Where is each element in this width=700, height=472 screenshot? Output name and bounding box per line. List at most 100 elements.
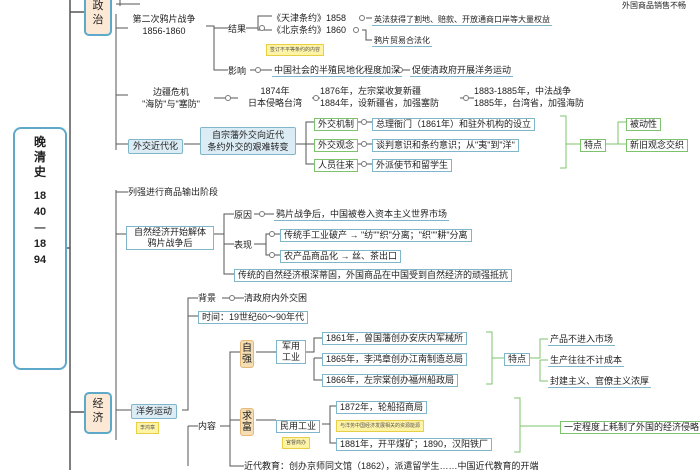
cause-label: 原因	[234, 210, 253, 220]
connector-line	[514, 397, 560, 453]
civil-effect: 一定程度上耗制了外国的经济侵略	[560, 421, 700, 434]
military-item: 1865年，李鸿章创办江南制造总局	[322, 353, 468, 366]
connector-line	[182, 297, 198, 466]
connector-dot	[229, 295, 235, 301]
diplomacy-subtitle-line: 自宗藩外交向近代	[211, 130, 284, 140]
branch-economy-char: 济	[92, 412, 104, 424]
content-label: 内容	[198, 421, 217, 431]
diplomacy-item-text: 谈判意识和条约意识；从"夷"到"洋"	[372, 139, 519, 152]
opium-war-years: 1856-1860	[142, 26, 186, 36]
civil-subnote: 与洋务中国经济发展相关的资源能源	[336, 420, 425, 432]
connector-dot	[361, 141, 367, 147]
natural-econ-title-line: 自然经济开始解体	[133, 227, 206, 237]
background-text: 清政府内外交困	[244, 293, 308, 303]
connector-dot	[269, 231, 275, 237]
natural-econ-title-line: 鸦片战争后	[147, 238, 193, 248]
military-label: 军用工业	[276, 340, 306, 364]
frontier-event-year: 1876年，左宗棠收复新疆	[320, 86, 422, 96]
connector-dot	[361, 161, 367, 167]
military-item: 1866年，左宗棠创办福州船政局	[322, 374, 459, 387]
branch-economy[interactable]: 经 济	[84, 392, 112, 434]
westernization-feature-label: 特点	[504, 353, 531, 366]
connector-line	[116, 0, 140, 6]
manifest-item: 农产品商品化 → 丝、茶出口	[280, 250, 402, 263]
frontier-event-text: 1885年，台湾省，加强海防	[474, 98, 585, 108]
wealth-label[interactable]: 求富	[240, 408, 254, 436]
treaty-outcome: 鸦片贸易合法化	[372, 36, 432, 47]
westernization-feature: 产品不进入市场	[548, 334, 616, 346]
root-title-char: 晚	[33, 135, 46, 149]
natural-econ-title[interactable]: 自然经济开始解体 鸦片战争后	[126, 226, 214, 250]
impact-label: 影响	[228, 66, 247, 76]
result-label: 结果	[228, 24, 247, 34]
civil-label: 民用工业	[276, 420, 321, 433]
military-item: 1861年，曾国藩创办安庆内军械所	[322, 332, 468, 345]
diplomacy-subtitle[interactable]: 自宗藩外交向近代 条约外交的艰难转变	[200, 127, 296, 155]
root-node[interactable]: 晚 清 史 1840—1894	[13, 127, 67, 370]
civil-item: 1881年，开平煤矿；1890，汉阳铁厂	[336, 438, 493, 451]
connector-dot	[353, 27, 359, 33]
diplomacy-item-label: 外交观念	[314, 139, 359, 152]
connector-line	[362, 17, 372, 41]
civil-item: 1872年，轮船招商局	[336, 401, 428, 414]
background-label: 背景	[198, 293, 217, 303]
connector-line	[246, 15, 272, 31]
frontier-event-text: 1884年，设新疆省，加强塞防	[320, 98, 440, 108]
treaty-note: 签订不平等条约的内容	[266, 44, 325, 56]
diplomacy-subtitle-line: 条约外交的艰难转变	[207, 142, 289, 152]
connector-dot	[255, 67, 261, 73]
connector-dot	[225, 95, 231, 101]
impact-item: 中国社会的半殖民地化程度加深	[272, 65, 403, 77]
root-years: 1840—1894	[33, 190, 47, 266]
diplomacy-item-text: 外派使节和留学生	[372, 159, 453, 172]
bottom-cut-text: 近代教育：创办京师同文馆（1862），派遣留学生……中国近代教育的开端	[244, 461, 539, 471]
diplomacy-feature: 被动性	[626, 118, 662, 131]
cause-text: 鸦片战争后，中国被卷入资本主义世界市场	[274, 209, 450, 221]
diplomacy-feature-label: 特点	[580, 139, 607, 152]
civil-note: 官督商办	[282, 437, 311, 449]
opium-war-title: 第二次鸦片战争	[132, 14, 196, 24]
diplomacy-item-label: 人员往来	[314, 159, 359, 172]
treaty: 《北京条约》1860	[272, 25, 347, 35]
westernization-feature: 封建主义、官僚主义浓厚	[548, 376, 652, 388]
treaty-outcome: 英法获得了割地、赔款、开放通商口岸等大量权益	[372, 15, 552, 26]
frontier-event-year: 1874年	[260, 86, 290, 96]
frontier-title: 边疆危机	[152, 87, 189, 97]
connector-line	[214, 213, 234, 275]
westernization-title[interactable]: 洋务运动	[131, 404, 178, 419]
time-text: 时间：19世纪60～90年代	[198, 311, 309, 324]
impact-item: 促使清政府开展洋务运动	[410, 65, 514, 77]
connector-dot	[269, 252, 275, 258]
natural-econ-result: 传统的自然经济根深蒂固，外国商品在中国受到自然经济的顽强抵抗	[234, 269, 513, 282]
root-trunk	[67, 0, 71, 470]
diplomacy-item-text: 总理衙门（1861年）和驻外机构的设立	[372, 118, 536, 131]
branch-politics-char: 治	[92, 14, 104, 26]
branch-politics[interactable]: 政 治	[84, 0, 112, 36]
westernization-note: 李鸿章	[136, 422, 160, 434]
branch-politics-char: 政	[92, 0, 104, 12]
connector-dot	[359, 15, 365, 21]
connector-line	[116, 191, 131, 411]
connector-dot	[313, 95, 319, 101]
diplomacy-item-label: 外交机制	[314, 118, 359, 131]
goods-export-stage: 列强进行商品输出阶段	[128, 187, 219, 197]
politics-branches	[116, 27, 128, 145]
frontier-event-text: 日本侵略台湾	[247, 98, 302, 108]
manifest-label: 表现	[234, 240, 253, 250]
root-title-char: 史	[33, 165, 46, 179]
root-title-char: 清	[33, 150, 46, 164]
diplomacy-title[interactable]: 外交近代化	[128, 139, 184, 154]
diplomacy-feature: 新旧观念交织	[626, 139, 689, 152]
connector-dot	[259, 211, 265, 217]
connector-line	[358, 121, 372, 165]
connector-dot	[463, 95, 469, 101]
treaty: 《天津条约》1858	[272, 13, 347, 23]
connector-line	[206, 25, 228, 71]
branch-economy-char: 经	[92, 398, 104, 410]
westernization-feature: 生产往往不计成本	[548, 355, 625, 367]
connector-dot	[259, 25, 265, 31]
self-strength-label[interactable]: 自强	[240, 340, 254, 368]
frontier-event-year: 1883-1885年，中法战争	[474, 86, 572, 96]
frontier-subtitle: "海防"与"塞防"	[142, 99, 200, 109]
